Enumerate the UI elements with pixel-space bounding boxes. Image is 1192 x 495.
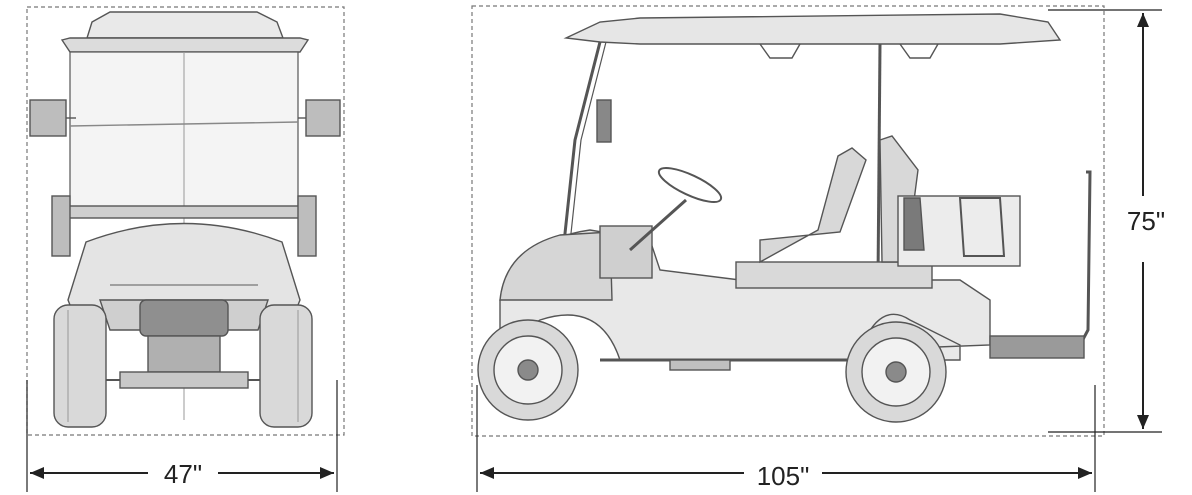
side-view-bounding-box (471, 5, 1105, 437)
height-arrowhead-bottom (1137, 415, 1149, 429)
width-arrowhead-left (30, 467, 44, 479)
height-label: 75" (1127, 206, 1165, 236)
width-arrowhead-right (320, 467, 334, 479)
length-arrowhead-left (480, 467, 494, 479)
golf-cart-front-view-icon (29, 11, 341, 428)
height-dimension: 75" (1048, 9, 1165, 433)
length-arrowhead-right (1078, 467, 1092, 479)
side-view: 105" 75" (471, 5, 1165, 492)
front-view-bounding-box (26, 6, 345, 436)
golf-cart-side-view-icon (477, 13, 1092, 423)
height-arrowhead-top (1137, 13, 1149, 27)
length-dimension: 105" (476, 385, 1096, 492)
length-label: 105" (757, 461, 810, 491)
width-dimension: 47" (26, 380, 338, 492)
front-view: 47" (26, 6, 345, 492)
width-label: 47" (164, 459, 202, 489)
